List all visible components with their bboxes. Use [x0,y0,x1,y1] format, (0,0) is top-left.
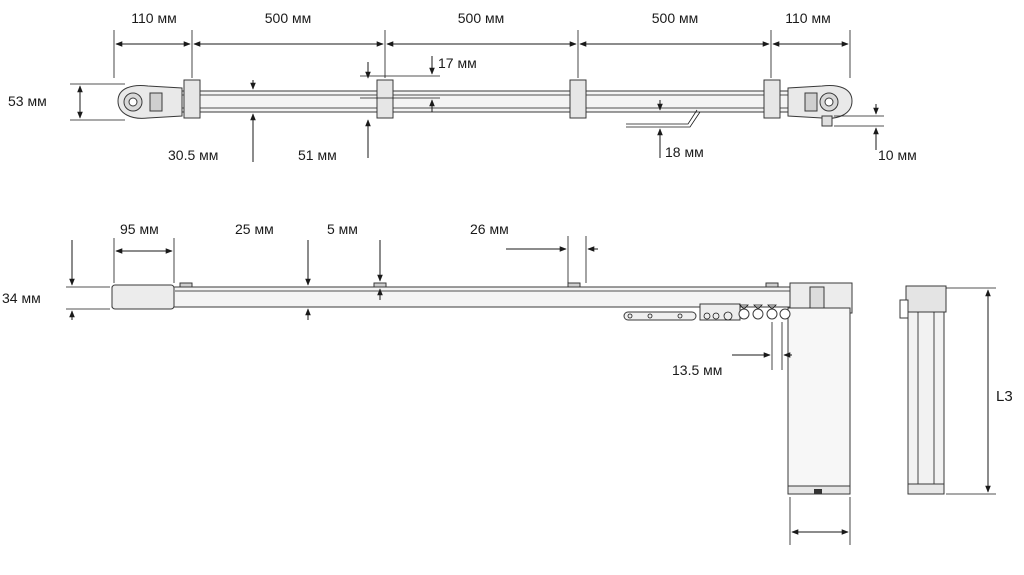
top-bracket-2 [376,79,394,119]
left-end-cap [117,85,183,119]
top-bracket-4 [763,79,781,119]
dim-end-left-label: 110 мм [131,10,176,26]
mount-hole-4 [779,308,791,320]
mount-hole-1 [738,308,750,320]
mount-hole-2 [752,308,764,320]
dim-cap-offset-label: 10 мм [878,147,917,163]
side-arm [623,303,791,321]
dim-span-2-label: 500 мм [458,10,505,26]
dim-span-3-label: 500 мм [652,10,699,26]
dim-bracket-offset-label: 17 мм [438,55,477,71]
dim-rail-thickness-label: 25 мм [235,221,274,237]
dim-height-label: 53 мм [8,93,47,109]
top-bracket-1 [183,79,201,119]
right-end-cap [787,85,853,127]
dim-bracket-width-label: 51 мм [298,147,337,163]
motor-housing [787,282,853,495]
dim-span-1-label: 500 мм [265,10,312,26]
dim-arm-offset-label: 18 мм [665,144,704,160]
dim-gap-label: 5 мм [327,221,358,237]
dim-bracket-label: 26 мм [470,221,509,237]
side-end-cap [111,284,175,310]
dim-end-cap-label: 95 мм [120,221,159,237]
dim-side-height-label: 34 мм [2,290,41,306]
dim-rail-width-label: 30.5 мм [168,147,218,163]
top-bracket-3 [569,79,587,119]
mount-hole-3 [766,308,778,320]
side-view: 34 мм 95 мм 25 мм 5 мм 26 мм 13.5 мм [2,221,853,545]
top-view: 110 мм 500 мм 500 мм 500 мм 110 мм 53 мм [8,10,917,163]
end-view: L3 [899,285,1013,495]
dim-hole-pitch-label: 13.5 мм [672,362,722,378]
top-arm [626,109,698,125]
end-view-body [907,289,945,495]
dim-length-label: L3 [996,388,1013,405]
top-rail [149,90,811,113]
dim-end-right-label: 110 мм [785,10,830,26]
